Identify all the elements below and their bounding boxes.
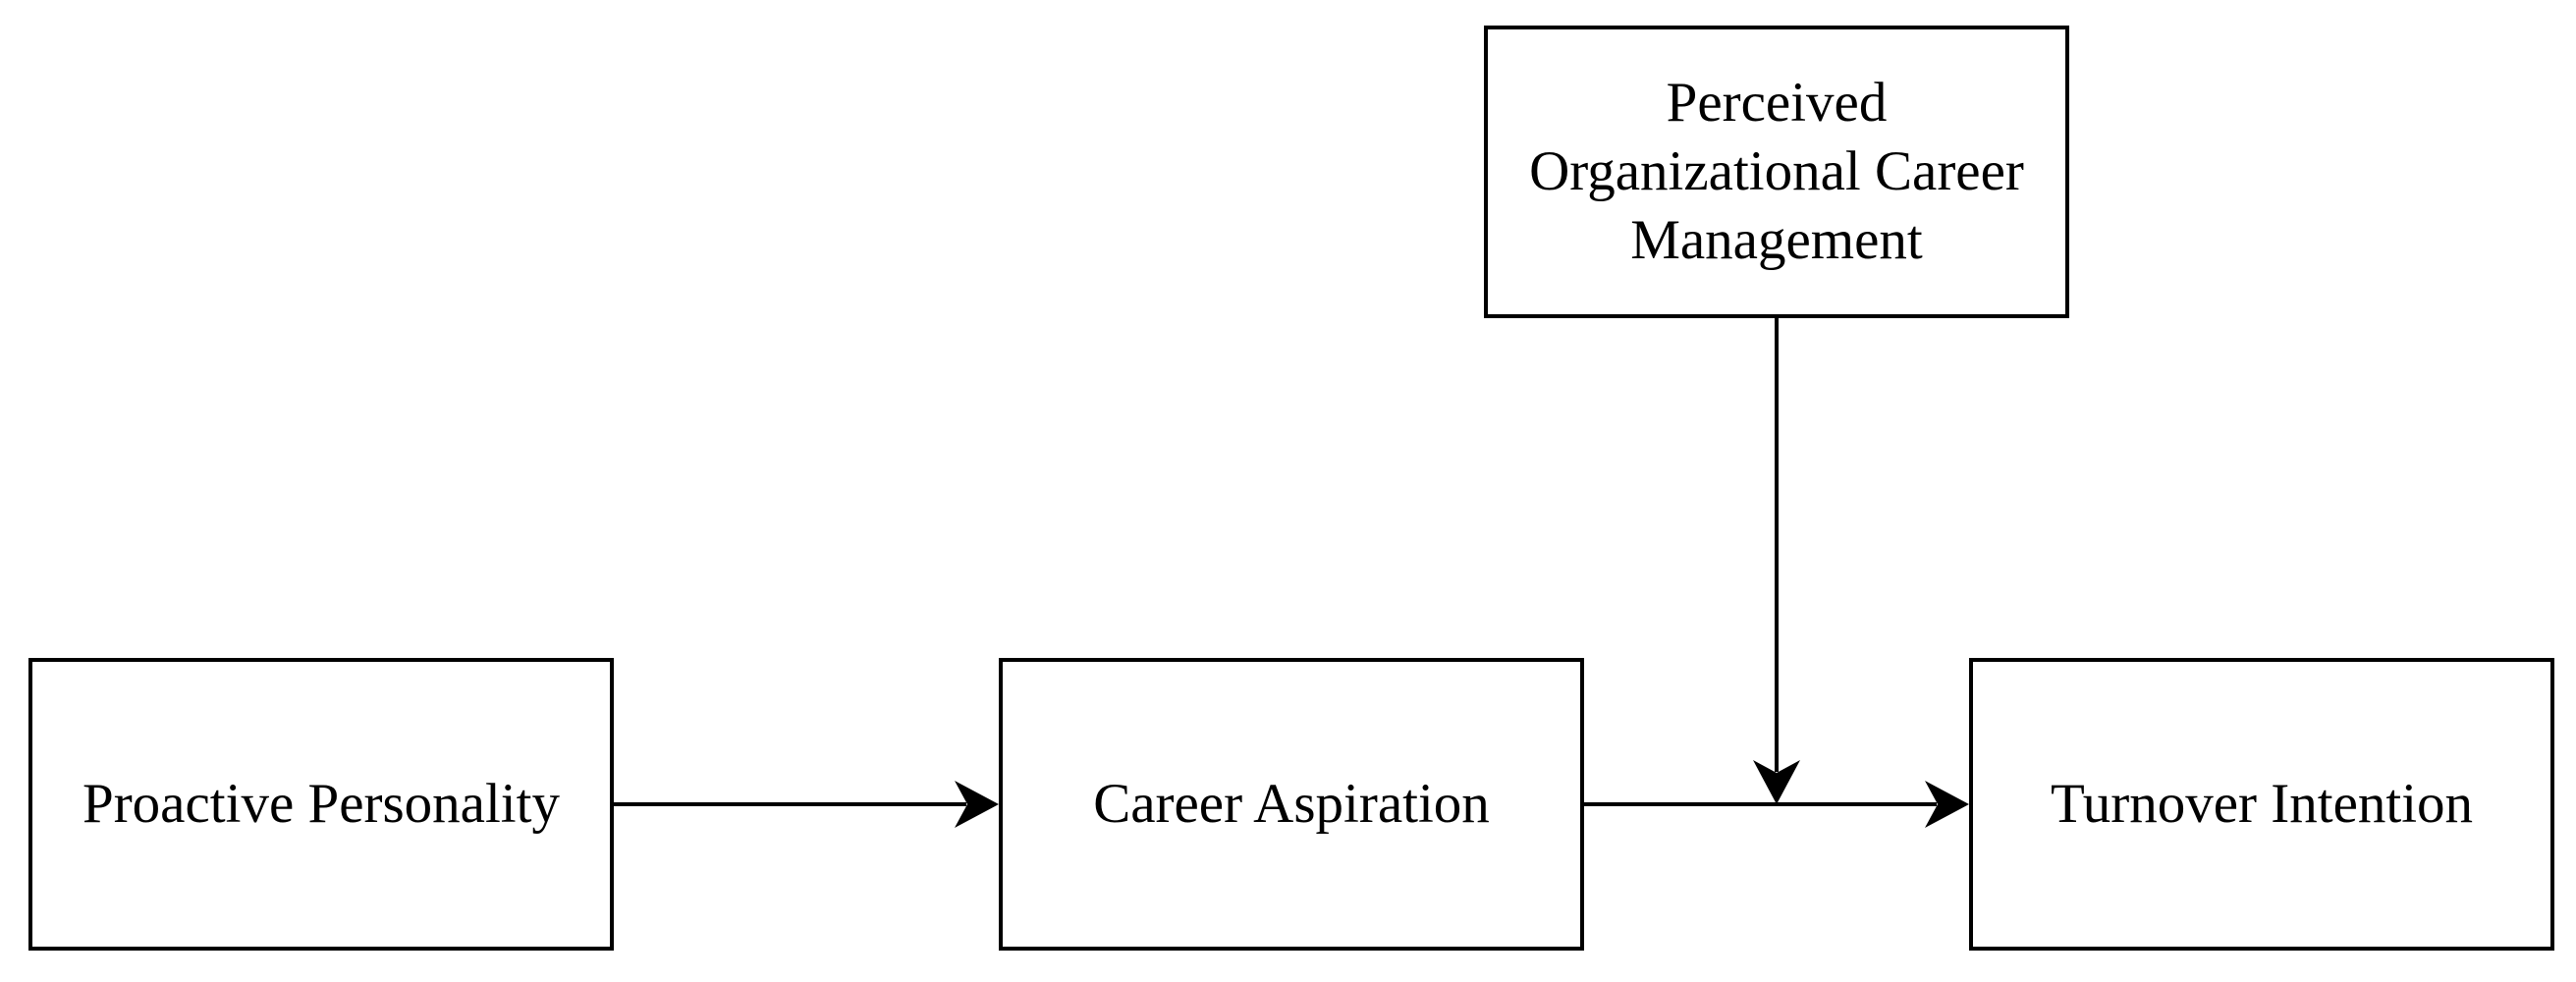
- node-label-proactive-personality: Proactive Personality: [82, 773, 560, 835]
- node-label-turnover-intention: Turnover Intention: [2050, 773, 2474, 835]
- node-perceived-organizational-career-management: Perceived Organizational Career Manageme…: [1484, 26, 2069, 318]
- arrowhead-proactive-to-career: [955, 781, 999, 828]
- node-label-career-aspiration: Career Aspiration: [1093, 773, 1490, 835]
- node-career-aspiration: Career Aspiration: [999, 658, 1584, 951]
- arrowhead-career-to-turnover: [1925, 781, 1969, 828]
- node-turnover-intention: Turnover Intention: [1969, 658, 2554, 951]
- node-label-perceived-ocm: Perceived Organizational Career Manageme…: [1529, 72, 2024, 271]
- arrowhead-pocm-moderation: [1753, 760, 1800, 804]
- node-proactive-personality: Proactive Personality: [28, 658, 614, 951]
